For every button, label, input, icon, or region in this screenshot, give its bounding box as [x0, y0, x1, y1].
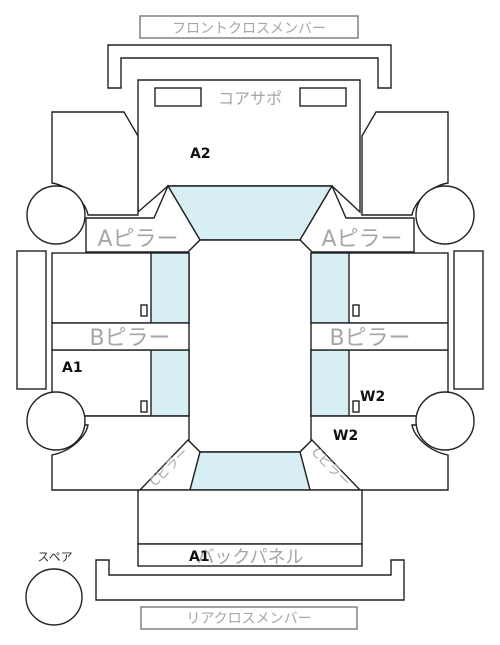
left-side-step [16, 250, 47, 390]
a-pillar-right-label: Aピラー [321, 227, 402, 252]
roof [187, 239, 313, 453]
core-support-left-slot [154, 87, 202, 107]
back-panel[interactable] [137, 543, 363, 567]
spare-label: スペア [37, 550, 72, 564]
rear-right-wheel[interactable] [415, 391, 475, 451]
back-panel-label: バックパネル [196, 547, 303, 568]
b-pillar-right-band [310, 322, 449, 351]
rear-left-wheel[interactable] [26, 391, 86, 451]
front-right-door-handle [352, 304, 360, 317]
front-left-wheel[interactable] [26, 185, 86, 245]
a-pillar-left-label: Aピラー [97, 227, 178, 252]
front-left-window [150, 252, 190, 324]
damage-mark-a2-front: A2 [190, 146, 211, 162]
rear-right-door-handle [352, 400, 360, 413]
rear-left-window [150, 349, 190, 417]
damage-mark-w2-right-rear: W2 [333, 428, 358, 444]
front-cross-member-label: フロントクロスメンバー [172, 21, 326, 37]
front-cross-member-box [139, 15, 359, 39]
rear-cross-member-label: リアクロスメンバー [186, 611, 311, 627]
core-support-label: コアサポ [218, 89, 282, 108]
b-pillar-left-band [51, 322, 190, 351]
damage-mark-a1-rear: A1 [189, 549, 210, 565]
trunk-lid[interactable] [137, 489, 363, 545]
rear-right-window [310, 349, 350, 417]
front-right-window [310, 252, 350, 324]
rear-cross-member-box [140, 606, 358, 630]
damage-mark-w2-right-door: W2 [360, 389, 385, 405]
front-right-wheel[interactable] [415, 185, 475, 245]
damage-mark-a1-left: A1 [62, 360, 83, 376]
b-pillar-left-label: Bピラー [89, 326, 170, 351]
right-side-step [453, 250, 484, 390]
rear-bumper [95, 559, 405, 601]
core-support-right-slot [299, 87, 347, 107]
b-pillar-right-label: Bピラー [329, 326, 410, 351]
front-right-fender [361, 111, 449, 216]
rear-left-door-handle [140, 400, 148, 413]
front-left-door-handle [140, 304, 148, 317]
front-bumper [107, 44, 392, 89]
spare-tire[interactable] [25, 568, 83, 626]
rear-window [189, 451, 311, 491]
